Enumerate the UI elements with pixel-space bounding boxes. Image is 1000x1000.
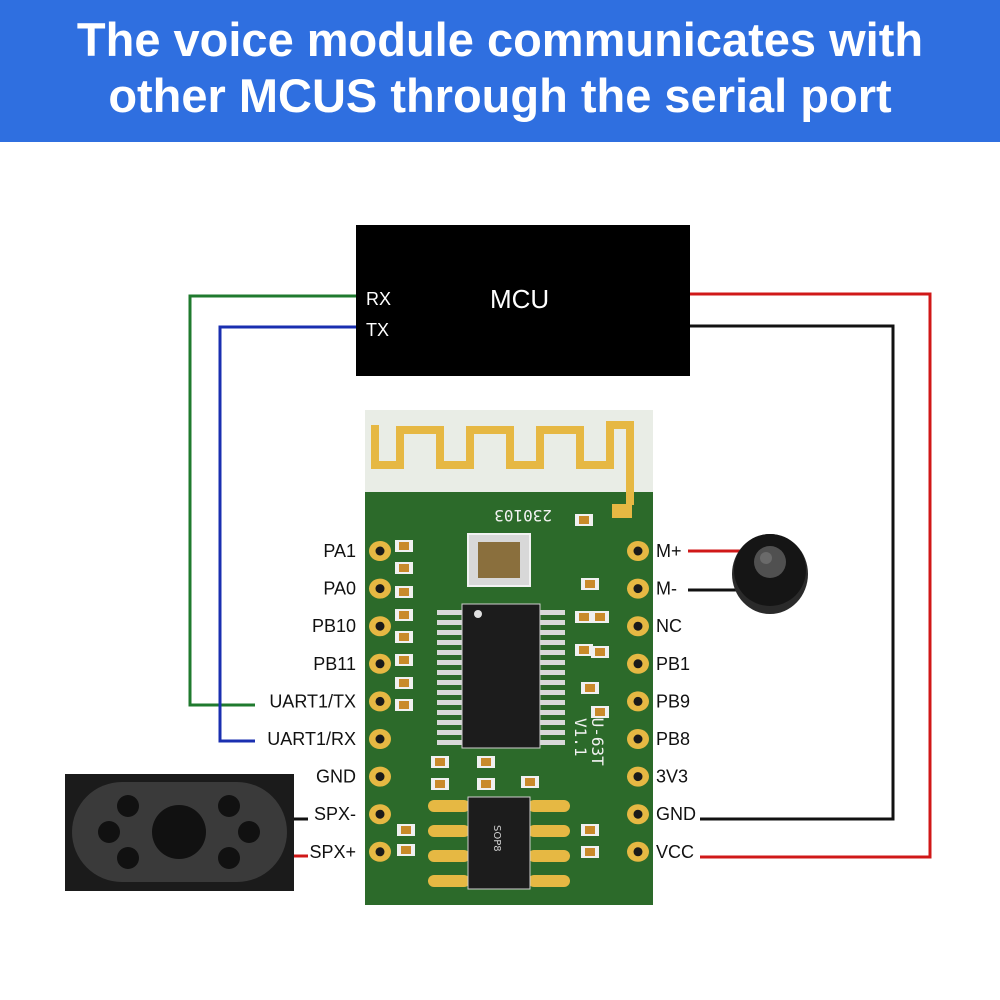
mcu-block: MCU RX TX xyxy=(356,225,690,376)
pin-label-left-pb11: PB11 xyxy=(313,654,356,674)
pin-label-left-spx: SPX+ xyxy=(309,842,356,862)
board-version: V1.1 xyxy=(571,718,590,757)
pin-label-left-uart1-tx: UART1/TX xyxy=(269,691,356,711)
speaker-icon xyxy=(65,774,294,891)
pin-label-left-pa0: PA0 xyxy=(323,579,356,599)
wire-rx xyxy=(188,294,358,707)
pin-label-left-uart1-rx: UART1/RX xyxy=(267,729,356,749)
wire-tx xyxy=(218,325,358,743)
pin-label-left-gnd: GND xyxy=(316,767,356,787)
pin-label-left-pb10: PB10 xyxy=(312,616,356,636)
sop8-chip-pins xyxy=(428,800,570,887)
main-chip xyxy=(461,603,541,749)
board-date-code: 230103 xyxy=(494,506,552,525)
pin-label-right-3v3: 3V3 xyxy=(656,767,688,787)
pin-label-right-pb1: PB1 xyxy=(656,654,690,674)
mcu-label: MCU xyxy=(490,284,549,314)
main-chip-pins xyxy=(437,610,565,745)
title-line-1: The voice module communicates with xyxy=(76,13,924,66)
pin-label-left-spx: SPX- xyxy=(314,804,356,824)
pin-label-right-pb9: PB9 xyxy=(656,691,690,711)
pin-label-right-m: M- xyxy=(656,579,677,599)
left-pin-header xyxy=(369,541,391,862)
pin-label-right-gnd: GND xyxy=(656,804,696,824)
pin-label-right-pb8: PB8 xyxy=(656,729,690,749)
chip-package-label: SOP8 xyxy=(491,825,502,852)
mcu-pin-rx: RX xyxy=(366,289,391,309)
pin-label-right-vcc: VCC xyxy=(656,842,694,862)
pin-label-right-m: M+ xyxy=(656,541,682,561)
wire-vcc xyxy=(690,292,932,859)
passive-components xyxy=(395,514,609,858)
antenna-trace xyxy=(371,421,634,505)
board-model: SU-63T xyxy=(588,708,607,766)
pin-label-left-pa1: PA1 xyxy=(323,541,356,561)
wire-gnd xyxy=(690,324,895,821)
mcu-pin-tx: TX xyxy=(366,320,389,340)
right-pin-header xyxy=(627,541,649,862)
pin-label-right-nc: NC xyxy=(656,616,682,636)
title-banner: The voice module communicates with other… xyxy=(0,0,1000,142)
sop8-chip xyxy=(467,796,531,890)
pcb-board: 230103 SU-63T V1.1 SOP8 xyxy=(365,410,653,905)
microphone-icon xyxy=(732,534,808,614)
title-line-2: other MCUS through the serial port xyxy=(108,69,892,122)
